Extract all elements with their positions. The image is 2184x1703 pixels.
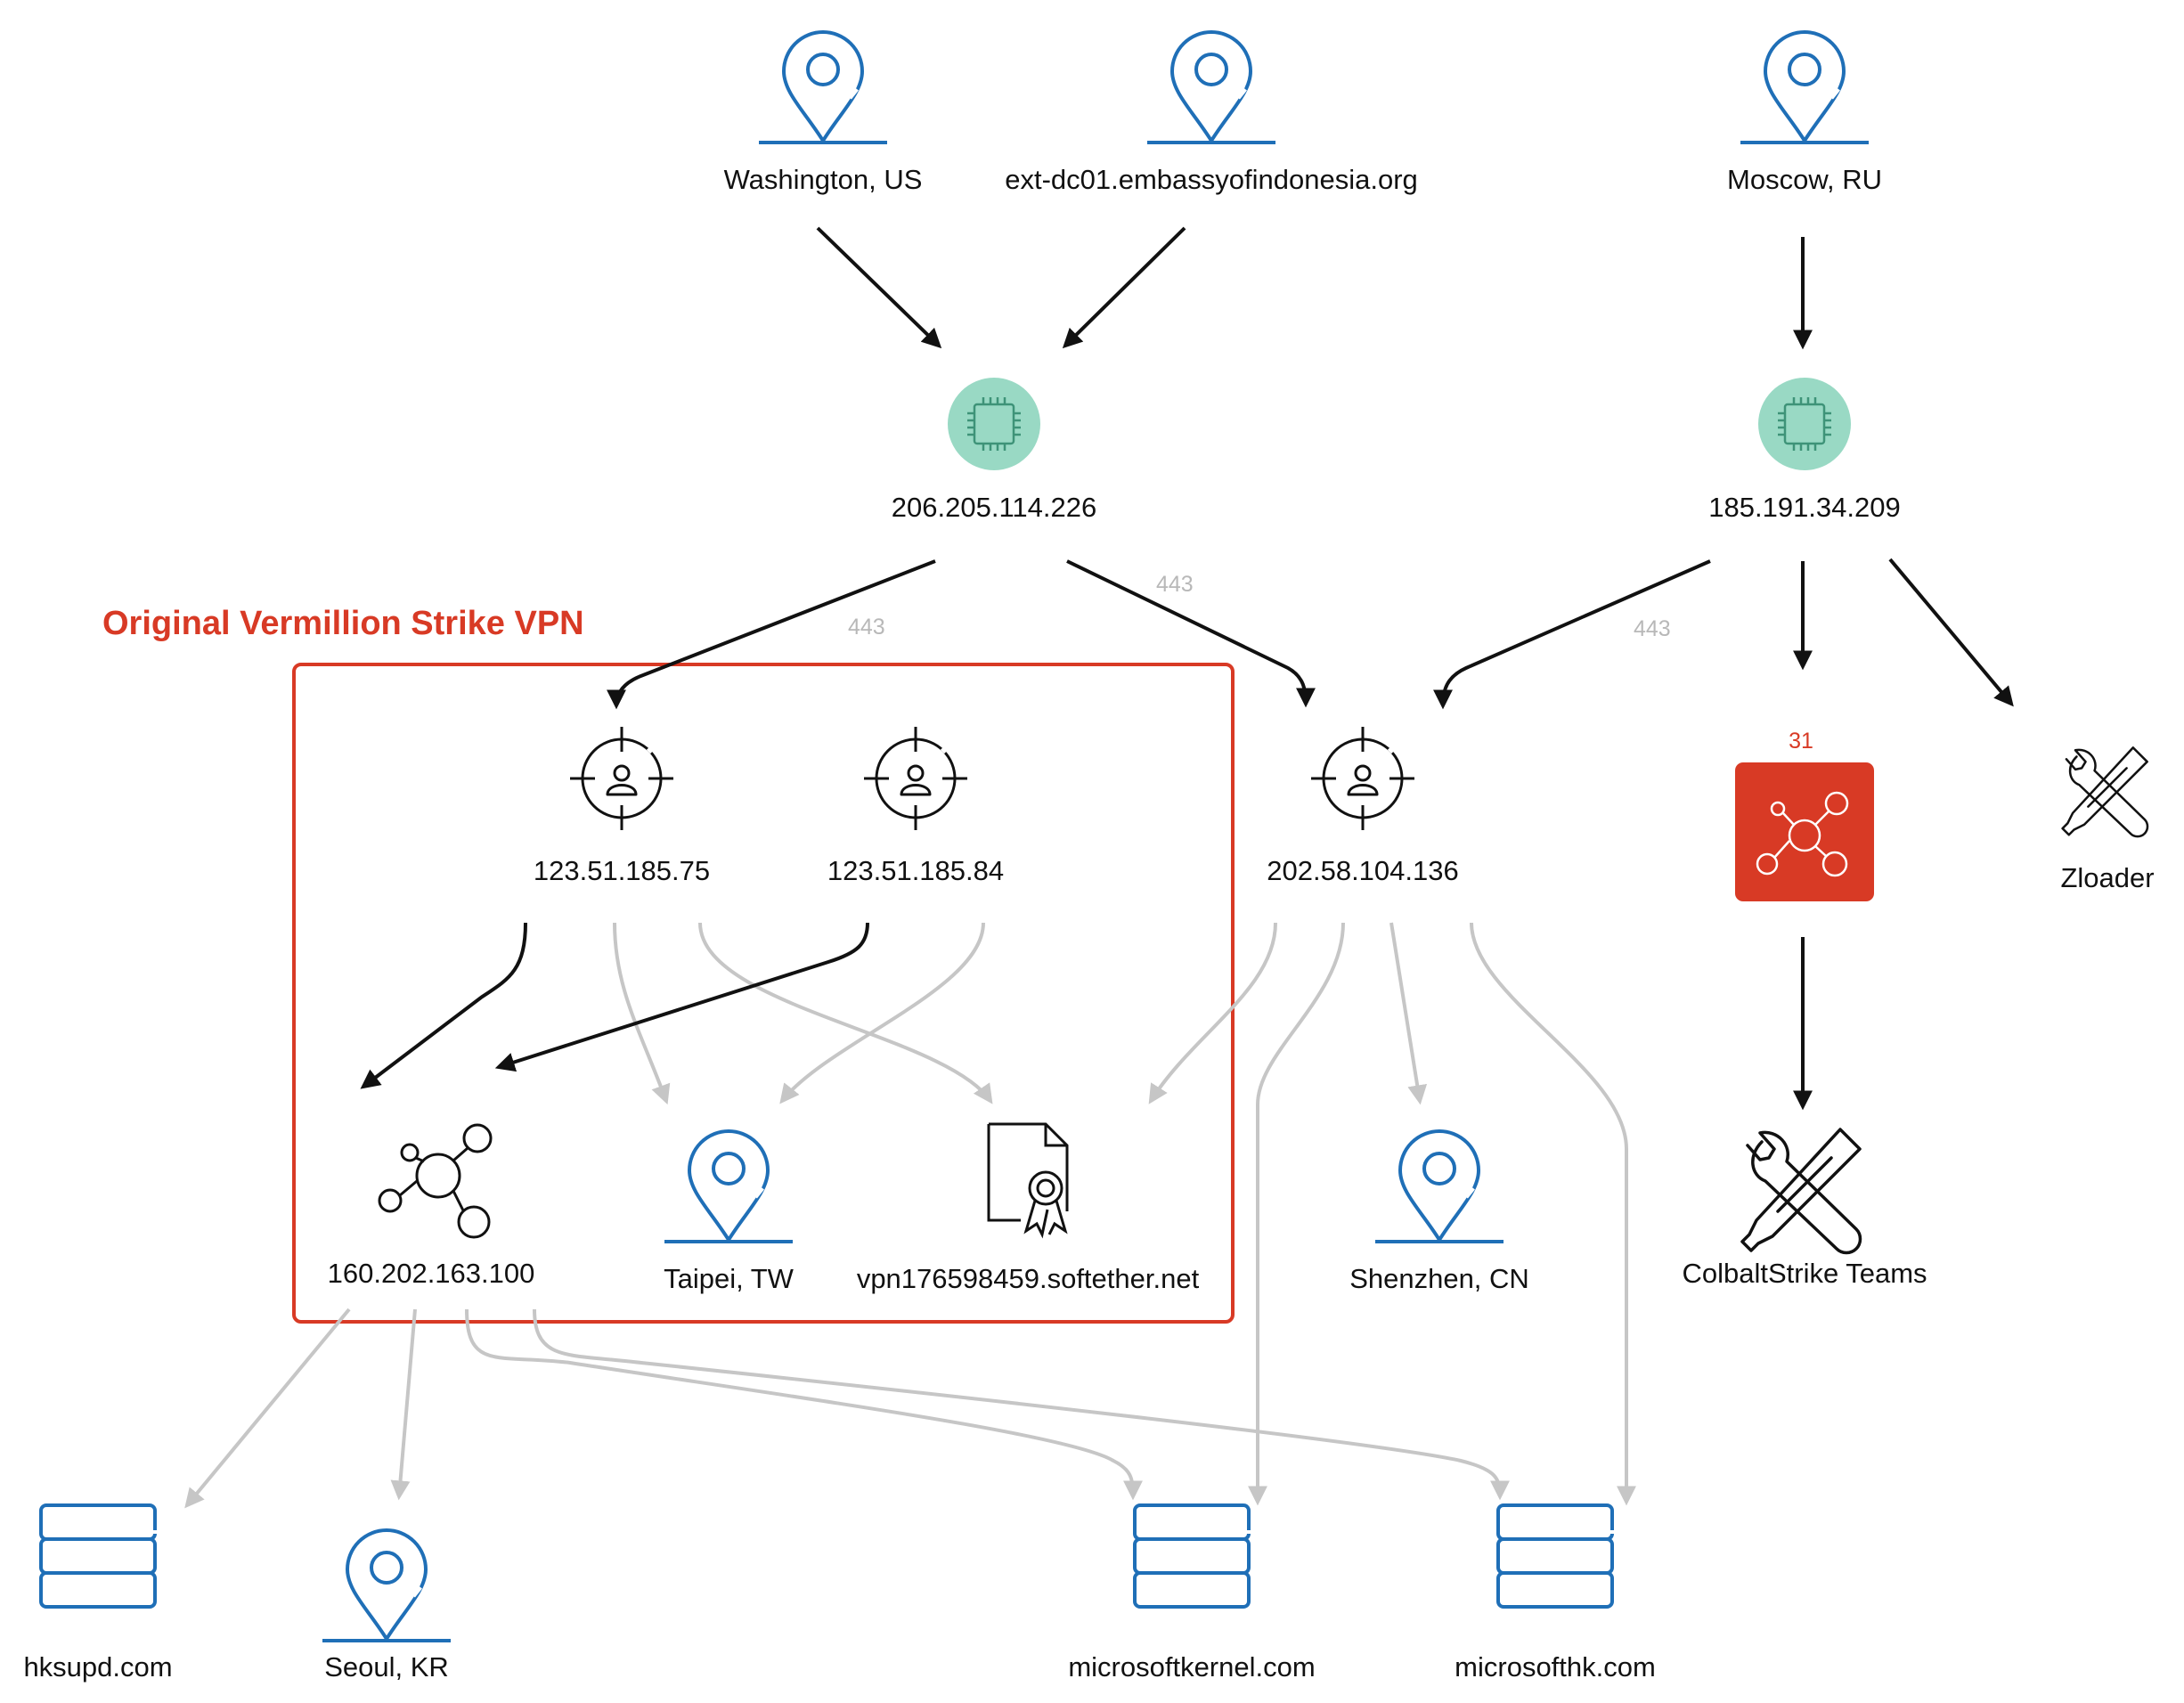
node-vpncert[interactable]: vpn176598459.softether.net <box>857 1122 1200 1294</box>
node-mshk[interactable]: microsofthk.com <box>1455 1503 1656 1683</box>
edge-ip12375-ip160 <box>360 922 527 1089</box>
node-moscow[interactable]: Moscow, RU <box>1727 30 1882 195</box>
node-label: Shenzhen, CN <box>1349 1263 1529 1294</box>
edge-ip202-vpncert <box>1148 922 1277 1104</box>
node-ip206[interactable]: 206.205.114.226 <box>892 378 1096 523</box>
edge-ip206-ip202 <box>1066 559 1316 708</box>
server-icon <box>39 1503 158 1609</box>
edge-ip160-mskernel <box>465 1308 1143 1501</box>
group-title: Original Vermillion Strike VPN <box>102 605 584 642</box>
node-label: Seoul, KR <box>324 1651 449 1683</box>
node-label: ColbaltStrike Teams <box>1682 1258 1927 1289</box>
edge-ip12375-taipei <box>613 922 671 1105</box>
location-pin-icon <box>759 30 887 144</box>
node-zloader[interactable]: Zloader <box>2060 746 2155 893</box>
node-label: Moscow, RU <box>1727 164 1882 195</box>
edge-ip206-ip12375 <box>607 559 936 710</box>
edge-label-ip206-ip202: 443 <box>1156 572 1194 597</box>
node-cluster[interactable]: 31 <box>1735 729 1874 901</box>
network-hub-icon <box>378 1123 493 1239</box>
group-box <box>292 663 1235 1324</box>
chip-icon <box>1758 378 1851 470</box>
node-label: 123.51.185.84 <box>827 855 1004 886</box>
edges <box>184 226 2014 1509</box>
node-label: hksupd.com <box>23 1651 172 1683</box>
location-pin-icon <box>1147 30 1275 144</box>
edge-ip185-zloader <box>1888 558 2014 707</box>
edge-embassy-ip206 <box>1062 226 1186 349</box>
location-pin-icon <box>322 1528 451 1642</box>
edge-label-ip185-ip202: 443 <box>1634 616 1671 641</box>
tools-icon <box>1740 1128 1862 1255</box>
edge-labels: 443 443 443 <box>848 572 1671 641</box>
node-ip185[interactable]: 185.191.34.209 <box>1708 378 1901 523</box>
network-hub-icon <box>1756 791 1849 877</box>
node-ip160[interactable]: 160.202.163.100 <box>328 1123 535 1289</box>
node-washington[interactable]: Washington, US <box>724 30 923 195</box>
edge-ip12384-ip160 <box>494 922 869 1072</box>
node-taipei[interactable]: Taipei, TW <box>664 1129 795 1294</box>
edge-ip202-shenzhen <box>1389 922 1428 1105</box>
edge-ip185-ip202 <box>1433 559 1711 710</box>
node-label: microsoftkernel.com <box>1068 1651 1315 1683</box>
node-label: Washington, US <box>724 164 923 195</box>
location-pin-icon <box>664 1129 793 1243</box>
node-label: vpn176598459.softether.net <box>857 1263 1200 1294</box>
target-user-icon <box>1311 727 1414 830</box>
node-ip202[interactable]: 202.58.104.136 <box>1267 727 1459 886</box>
cluster-box <box>1735 762 1874 901</box>
edge-ip160-hksupd <box>184 1308 351 1509</box>
chip-icon <box>948 378 1040 470</box>
node-mskernel[interactable]: microsoftkernel.com <box>1068 1503 1316 1683</box>
node-hksupd[interactable]: hksupd.com <box>23 1503 173 1683</box>
target-user-icon <box>864 727 967 830</box>
edge-ip202-mshk <box>1470 922 1636 1506</box>
node-label: Zloader <box>2060 862 2154 893</box>
node-label: 206.205.114.226 <box>892 492 1096 523</box>
node-ip12375[interactable]: 123.51.185.75 <box>534 727 710 886</box>
node-label: 185.191.34.209 <box>1708 492 1901 523</box>
certificate-icon <box>987 1122 1069 1239</box>
node-label: microsofthk.com <box>1455 1651 1656 1683</box>
edge-label-ip206-ip12375: 443 <box>848 615 885 640</box>
node-label: Taipei, TW <box>664 1263 795 1294</box>
edge-ip12375-vpncert <box>698 922 993 1104</box>
node-label: 202.58.104.136 <box>1267 855 1459 886</box>
node-label: ext-dc01.embassyofindonesia.org <box>1005 164 1418 195</box>
cluster-count: 31 <box>1789 729 1813 754</box>
vermillion-strike-group: Original Vermillion Strike VPN <box>102 605 1235 1324</box>
node-cobalt[interactable]: ColbaltStrike Teams <box>1682 1128 1927 1289</box>
node-label: 123.51.185.75 <box>534 855 710 886</box>
location-pin-icon <box>1740 30 1869 144</box>
server-icon <box>1496 1503 1615 1609</box>
edge-ip12384-taipei <box>779 922 985 1104</box>
node-embassy[interactable]: ext-dc01.embassyofindonesia.org <box>1005 30 1418 195</box>
node-label: 160.202.163.100 <box>328 1258 535 1289</box>
edge-ip160-seoul <box>390 1308 417 1501</box>
edge-ip202-mskernel <box>1248 922 1345 1506</box>
location-pin-icon <box>1375 1129 1504 1243</box>
server-icon <box>1133 1503 1251 1609</box>
tools-icon <box>2061 746 2149 838</box>
edge-ip160-mshk <box>533 1308 1510 1501</box>
node-ip12384[interactable]: 123.51.185.84 <box>827 727 1004 886</box>
node-seoul[interactable]: Seoul, KR <box>322 1528 451 1683</box>
target-user-icon <box>570 727 673 830</box>
edge-washington-ip206 <box>816 226 942 349</box>
node-shenzhen[interactable]: Shenzhen, CN <box>1349 1129 1529 1294</box>
